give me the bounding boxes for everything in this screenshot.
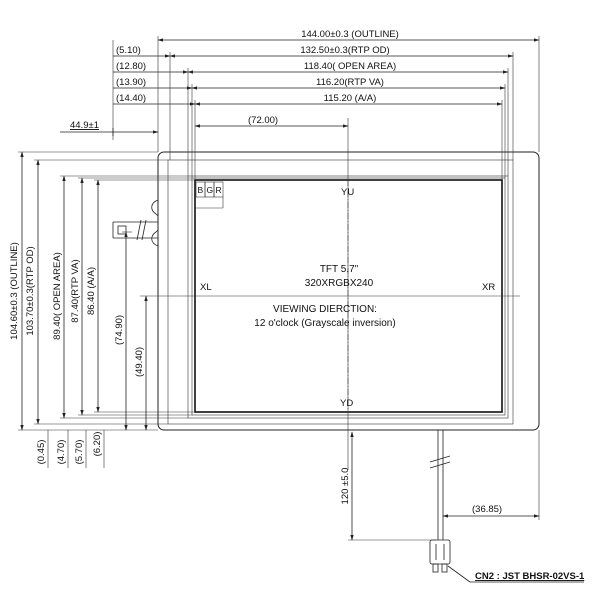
dim-outline-width: 144.00±0.3 (OUTLINE) <box>301 29 399 40</box>
label-viewing-detail: 12 o'clock (Grayscale inversion) <box>254 318 395 329</box>
dim-offset-1280: (12.80) <box>116 61 146 72</box>
dim-h-7490: (74.90) <box>114 315 125 345</box>
extension-lines-left <box>18 151 195 431</box>
dim-tail-449: 44.9±1 <box>70 120 99 131</box>
dim-cable-offset: (36.85) <box>472 504 502 515</box>
dim-aa-width: 115.20 (A/A) <box>324 93 377 104</box>
rtp-od-frame <box>167 159 514 425</box>
dimension-texts-top: 144.00±0.3 (OUTLINE) 132.50±0.3(RTP OD) … <box>70 29 399 131</box>
dim-offset-1440: (14.40) <box>116 93 146 104</box>
dim-b-620: (6.20) <box>92 432 103 457</box>
dimension-texts-bottom: (0.45) (4.70) (5.70) (6.20) <box>36 432 103 465</box>
dim-b-570: (5.70) <box>74 440 85 465</box>
dim-b-470: (4.70) <box>56 440 67 465</box>
label-yd: YD <box>340 398 353 409</box>
dimension-lines-left <box>20 151 148 431</box>
pixel-label-g: G <box>207 185 214 195</box>
dimension-texts-left: 104.60±0.3 (OUTLINE) 103.70±0.3(RTP OD) … <box>9 242 145 377</box>
fpc-tail <box>112 199 159 247</box>
connector-label: CN2 : JST BHSR-02VS-1 <box>475 571 585 582</box>
pixel-box-r <box>213 181 224 198</box>
bottom-cable: 120 ±5.0 (36.85) CN2 : JST BHSR-02VS-1 <box>340 430 585 583</box>
label-xl: XL <box>200 282 212 293</box>
center-lines <box>140 180 520 412</box>
pixel-label-b: B <box>198 185 204 195</box>
dim-open-area-height: 89.40( OPEN AREA) <box>52 252 63 340</box>
pixel-order-boxes: B G R <box>195 181 224 209</box>
label-tft: TFT 5.7" <box>320 264 359 275</box>
dim-h-4940: (49.40) <box>134 347 145 377</box>
dim-rtp-od-width: 132.50±0.3(RTP OD) <box>300 45 389 56</box>
label-xr: XR <box>482 282 495 293</box>
connector-body <box>429 539 451 565</box>
label-viewing-direction: VIEWING DIERCTION: <box>273 304 377 315</box>
dim-cable-length: 120 ±5.0 <box>340 468 351 505</box>
dim-rtp-va-width: 116.20(RTP VA) <box>316 77 384 88</box>
dim-offset-510: (5.10) <box>116 45 141 56</box>
dim-rtp-od-height: 103.70±0.3(RTP OD) <box>25 246 36 335</box>
dim-b-045: (0.45) <box>36 440 47 465</box>
pixel-label-r: R <box>216 185 222 195</box>
rtp-va-frame <box>191 177 506 416</box>
outline-frame <box>157 151 540 431</box>
dim-open-area-width: 118.40( OPEN AREA) <box>304 61 396 72</box>
dim-center-7200: (72.00) <box>248 115 278 126</box>
dimension-lines-top <box>60 38 540 136</box>
label-yu: YU <box>341 187 354 198</box>
dim-outline-height: 104.60±0.3 (OUTLINE) <box>9 242 20 340</box>
dimension-lines-bottom <box>47 430 105 468</box>
dim-offset-1390: (13.90) <box>116 77 146 88</box>
dim-rtp-va-height: 87.40(RTP VA) <box>70 259 81 322</box>
label-resolution: 320XRGBX240 <box>305 278 374 289</box>
panel-labels: YU YD XL XR TFT 5.7" 320XRGBX240 VIEWING… <box>200 187 495 409</box>
dim-aa-height: 86.40 (A/A) <box>86 267 97 315</box>
